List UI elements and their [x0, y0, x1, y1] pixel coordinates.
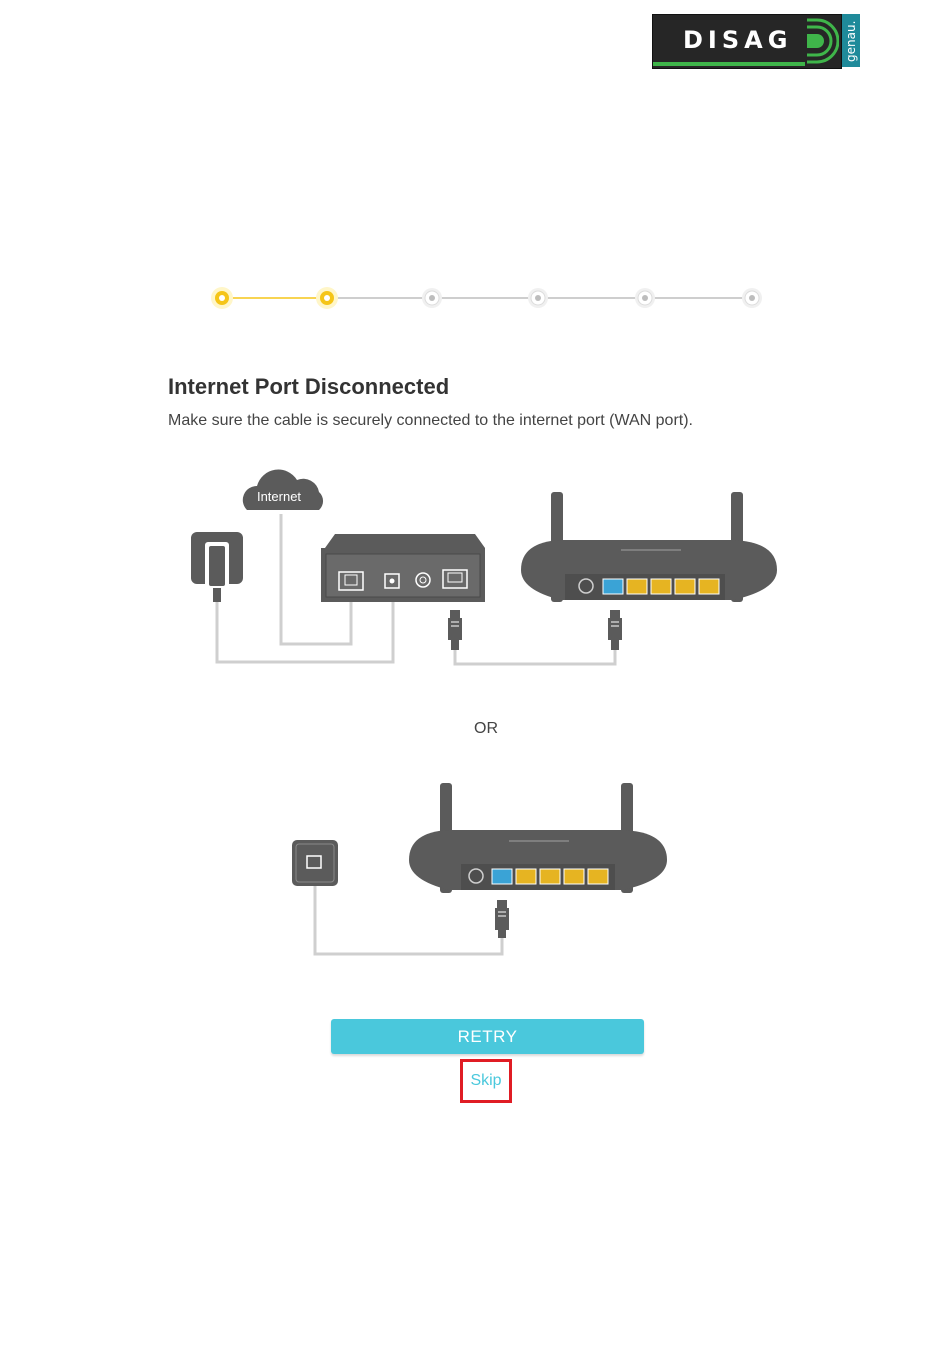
cloud-icon: Internet — [243, 470, 323, 510]
logo-d-icon — [805, 18, 839, 64]
logo-box: DISAG — [652, 14, 842, 69]
retry-button[interactable]: RETRY — [331, 1019, 644, 1054]
logo-brand: DISAG — [683, 26, 792, 54]
or-separator: OR — [474, 720, 498, 738]
cloud-label: Internet — [257, 489, 301, 504]
skip-highlight-box: Skip — [460, 1059, 512, 1103]
progress-step-3 — [422, 288, 442, 308]
instruction-text: Make sure the cable is securely connecte… — [168, 412, 693, 430]
progress-step-2 — [316, 287, 338, 309]
ethernet-plug-icon — [608, 610, 622, 650]
wall-socket-icon — [292, 840, 338, 886]
power-adapter-icon — [191, 532, 243, 602]
ethernet-plug-icon — [448, 610, 462, 650]
cable-ethernet — [455, 650, 615, 664]
router-icon — [521, 492, 777, 602]
modem-icon — [321, 534, 485, 602]
cable-wall — [315, 884, 502, 954]
disag-logo: DISAG genau. — [652, 14, 860, 68]
wizard-progress — [200, 280, 780, 320]
logo-tagline: genau. — [844, 21, 858, 62]
progress-step-6 — [742, 288, 762, 308]
skip-link[interactable]: Skip — [463, 1062, 509, 1100]
logo-tagline-box: genau. — [842, 14, 860, 67]
socket-router-diagram — [285, 778, 675, 963]
page-title: Internet Port Disconnected — [168, 374, 449, 400]
modem-router-diagram: Internet — [185, 462, 785, 677]
progress-step-5 — [635, 288, 655, 308]
router-icon — [409, 783, 667, 893]
progress-step-4 — [528, 288, 548, 308]
logo-underline — [653, 62, 805, 66]
ethernet-plug-icon — [495, 900, 509, 938]
progress-step-1 — [211, 287, 233, 309]
